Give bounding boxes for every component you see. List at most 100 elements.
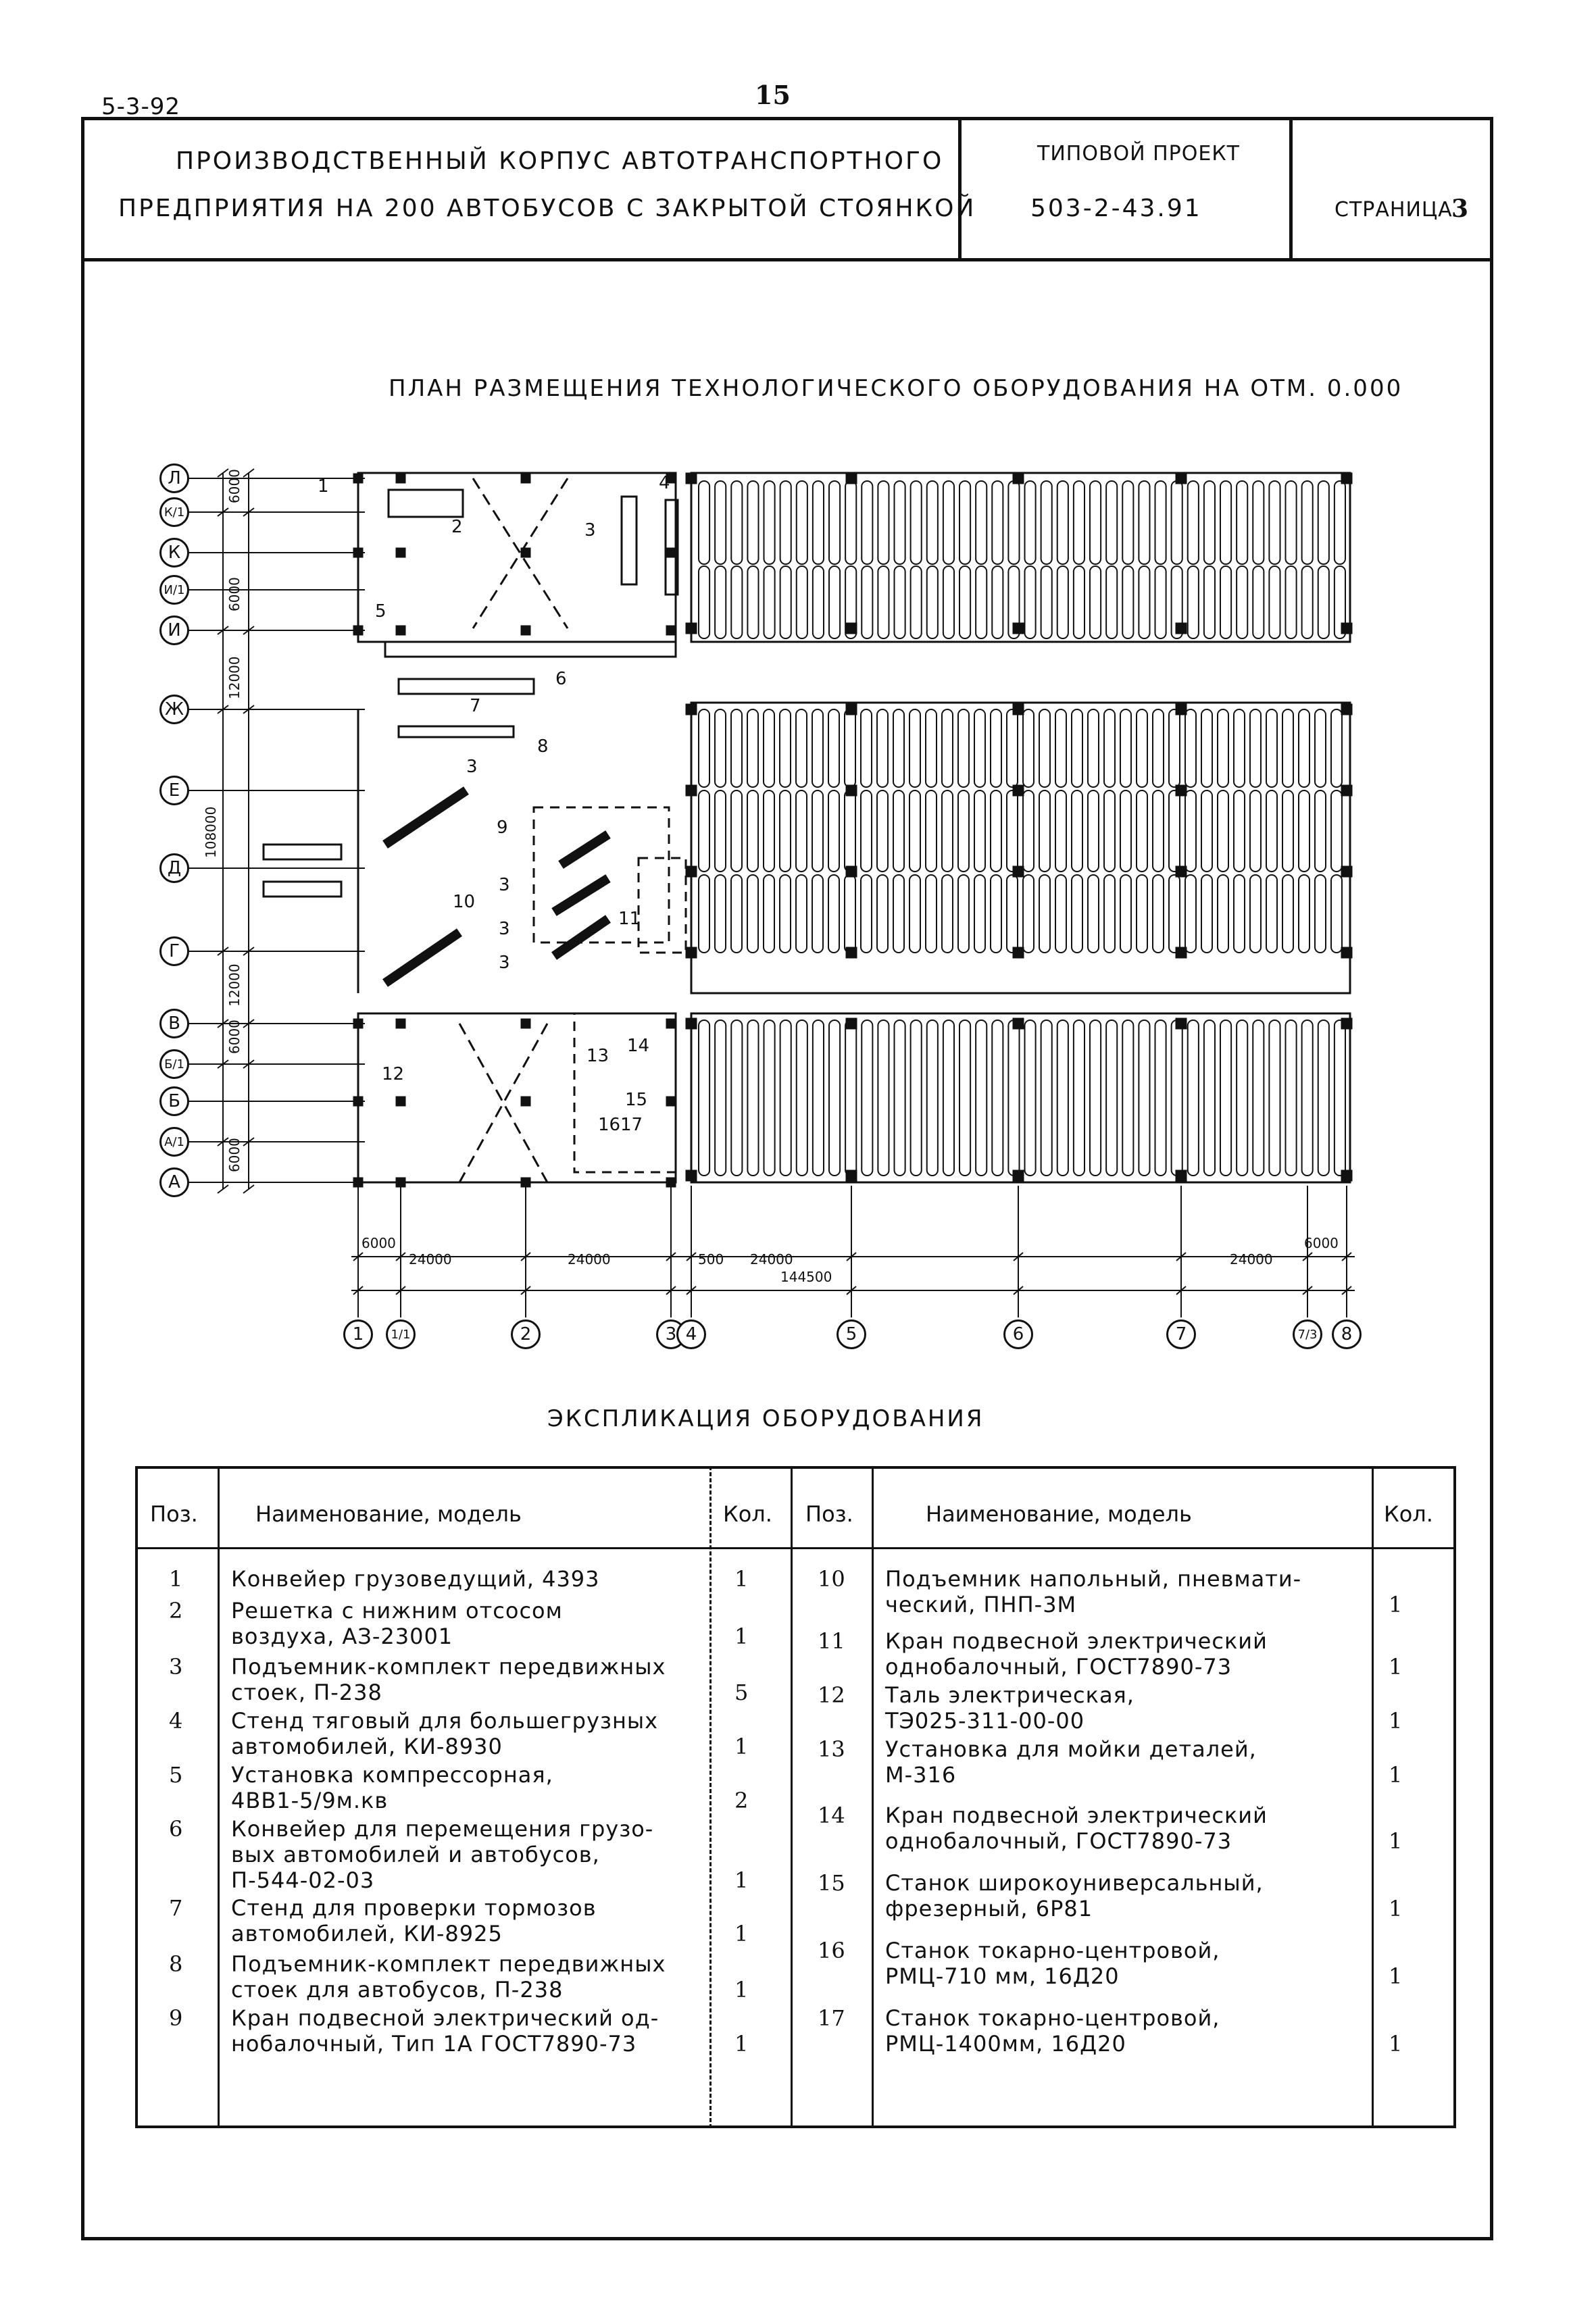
column-marker — [520, 1018, 531, 1029]
room-diagonal — [472, 478, 569, 629]
row-axis-marker: Г — [159, 936, 189, 966]
sheet-frame — [81, 117, 1493, 2240]
row-position: 1 — [169, 1566, 183, 1592]
row-quantity: 1 — [1389, 1963, 1403, 1989]
parking-bay — [779, 874, 791, 953]
table-divider — [709, 1466, 712, 2128]
parking-bay — [1138, 480, 1151, 565]
parking-bay — [1071, 874, 1083, 953]
header-name: Наименование, модель — [926, 1501, 1192, 1527]
dimension-tick — [686, 1286, 697, 1295]
column-marker — [1012, 784, 1024, 797]
title-block — [81, 117, 1493, 261]
row-name-line: 4ВВ1-5/9м.кв — [231, 1788, 389, 1813]
column-axis-marker: 8 — [1332, 1319, 1362, 1349]
parking-bay — [1217, 709, 1229, 788]
crane-9 — [532, 806, 670, 944]
column-axis-marker: 6 — [1003, 1319, 1033, 1349]
parking-bay — [1187, 565, 1199, 639]
parking-bay — [974, 874, 986, 953]
parking-bay — [1007, 1020, 1020, 1176]
column-marker — [520, 625, 531, 636]
equipment-label: 13 — [587, 1046, 609, 1066]
parking-bay — [763, 790, 775, 872]
bottom-dimension: 6000 — [361, 1235, 396, 1251]
parking-bay — [779, 1020, 792, 1176]
parking-bay — [795, 709, 807, 788]
parking-bay — [893, 709, 905, 788]
row-position: 10 — [818, 1566, 845, 1592]
lift-3 — [551, 874, 611, 916]
dimension-tick — [243, 507, 255, 517]
column-marker — [1175, 865, 1187, 878]
parking-bay — [1285, 565, 1297, 639]
parking-bay — [975, 480, 988, 565]
parking-bay — [730, 480, 743, 565]
row-name-line: ТЭ025-311-00-00 — [885, 1708, 1085, 1734]
left-dimension: 108000 — [203, 806, 219, 858]
parking-bay — [1298, 790, 1310, 872]
row-name-line: Конвейер для перемещения грузо- — [231, 1816, 654, 1842]
parking-bay — [1317, 565, 1330, 639]
parking-bay — [975, 1020, 988, 1176]
column-marker — [520, 1177, 531, 1188]
parking-bay — [812, 565, 824, 639]
lift-3 — [382, 786, 469, 849]
parking-bay — [1072, 480, 1085, 565]
dimension-tick — [353, 1252, 364, 1261]
column-marker — [395, 547, 406, 558]
parking-bay — [1201, 709, 1213, 788]
parking-bay — [1022, 709, 1034, 788]
column-marker — [395, 1018, 406, 1029]
crane-14 — [573, 1012, 677, 1174]
parking-bay — [941, 874, 953, 953]
row-position: 14 — [818, 1803, 845, 1828]
row-name-line: стоек для автобусов, П-238 — [231, 1977, 564, 2003]
room-diagonal — [458, 1023, 549, 1183]
parking-bay — [1055, 709, 1067, 788]
dimension-tick — [217, 1137, 229, 1147]
column-marker — [666, 1096, 676, 1107]
column-marker — [685, 865, 697, 878]
parking-bay — [877, 480, 890, 565]
parking-bay — [1136, 790, 1148, 872]
parking-bay — [1152, 790, 1164, 872]
column-marker — [520, 1096, 531, 1107]
parking-bay — [1236, 1020, 1249, 1176]
parking-bay — [1220, 480, 1232, 565]
parking-bay — [942, 1020, 955, 1176]
column-marker — [1012, 947, 1024, 959]
column-marker — [666, 1018, 676, 1029]
parking-bay — [1317, 480, 1330, 565]
dimension-tick — [217, 1184, 229, 1194]
row-position: 4 — [169, 1708, 183, 1734]
dimension-tick — [686, 1252, 697, 1261]
parking-bay — [893, 1020, 906, 1176]
parking-bay — [1217, 874, 1229, 953]
column-marker — [1175, 1017, 1187, 1030]
column-marker — [845, 865, 857, 878]
row-position: 16 — [818, 1938, 845, 1963]
row-quantity: 1 — [734, 1977, 749, 2003]
parking-bay — [909, 480, 922, 565]
parking-bay — [925, 709, 937, 788]
table-divider — [872, 1466, 874, 2128]
row-axis-marker: В — [159, 1009, 189, 1038]
parking-bay — [909, 790, 921, 872]
parking-bay — [812, 709, 824, 788]
row-name-line: Установка компрессорная, — [231, 1762, 553, 1788]
row-name-line: Станок токарно-центровой, — [885, 1938, 1220, 1963]
column-marker — [845, 947, 857, 959]
row-quantity: 1 — [1389, 1828, 1403, 1854]
column-axis-marker: 2 — [511, 1319, 541, 1349]
equipment-label: 10 — [453, 892, 476, 912]
column-marker — [395, 1177, 406, 1188]
column-marker — [1012, 472, 1024, 484]
lift-3 — [620, 495, 638, 586]
bottom-dimension: 144500 — [780, 1269, 832, 1285]
parking-bay — [1233, 709, 1245, 788]
parking-bay — [1168, 709, 1180, 788]
header-pos: Поз. — [150, 1501, 198, 1527]
parking-bay — [1120, 790, 1132, 872]
equipment-label: 4 — [659, 473, 670, 493]
